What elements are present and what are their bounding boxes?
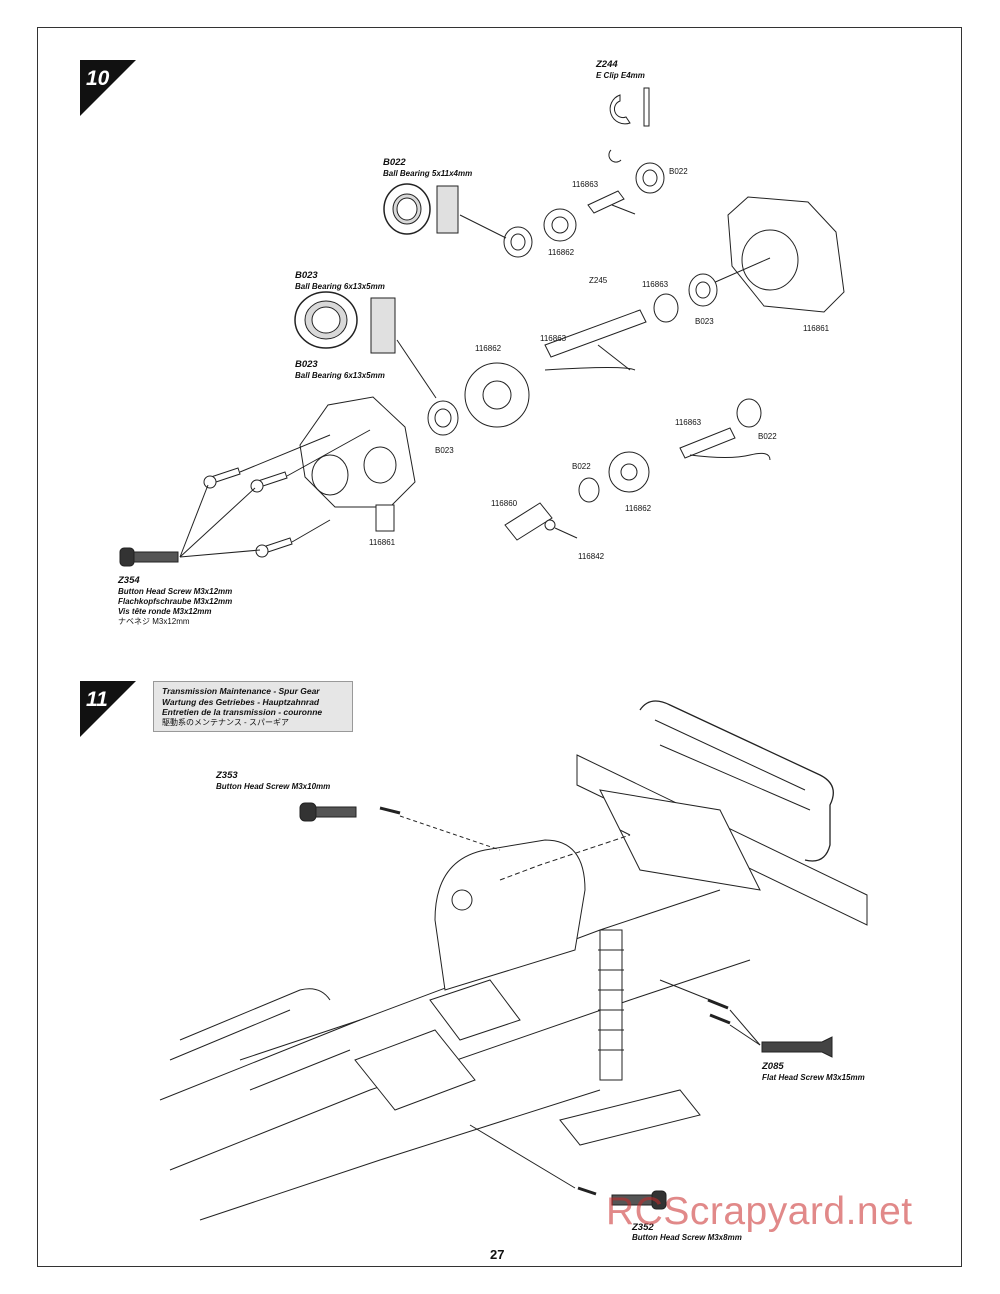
- step-11-badge: 11: [80, 681, 136, 737]
- b023a-code: B023: [295, 270, 318, 281]
- z244-code: Z244: [596, 59, 618, 70]
- z085-code: Z085: [762, 1061, 784, 1072]
- note-line-en: Transmission Maintenance - Spur Gear: [162, 686, 320, 696]
- b022-desc: Ball Bearing 5x11x4mm: [383, 169, 473, 178]
- callout-116863-shaft: 116863: [540, 334, 567, 343]
- note-line-de: Wartung des Getriebes - Hauptzahnrad: [162, 696, 320, 707]
- callout-116863-mid: 116863: [642, 280, 669, 289]
- watermark: RCScrapyard.net: [606, 1190, 913, 1233]
- z354-code: Z354: [118, 575, 140, 586]
- callout-b023-left: B023: [435, 446, 454, 455]
- b022-code: B022: [383, 157, 406, 168]
- z352-code: Z352: [632, 1222, 654, 1233]
- callout-116863-low: 116863: [675, 418, 702, 427]
- callout-b022-right: B022: [758, 432, 777, 441]
- step-10-number: 10: [86, 67, 110, 90]
- z352-desc: Button Head Screw M3x8mm: [632, 1233, 742, 1242]
- z354-fr: Vis tête ronde M3x12mm: [118, 607, 212, 616]
- note-line-jp: 駆動系のメンテナンス - スパーギア: [162, 717, 289, 727]
- callout-b023-right: B023: [695, 317, 714, 326]
- callout-b022-low: B022: [572, 462, 591, 471]
- z354-en: Button Head Screw M3x12mm: [118, 587, 233, 596]
- callout-z245: Z245: [589, 276, 608, 285]
- callout-116862-low: 116862: [625, 504, 652, 513]
- note-line-fr: Entretien de la transmission - couronne: [162, 707, 323, 717]
- b023b-desc: Ball Bearing 6x13x5mm: [295, 371, 385, 380]
- callout-116842: 116842: [578, 552, 605, 561]
- maintenance-note: Transmission Maintenance - Spur Gear War…: [153, 681, 353, 732]
- z353-desc: Button Head Screw M3x10mm: [216, 782, 331, 791]
- z085-desc: Flat Head Screw M3x15mm: [762, 1073, 865, 1082]
- callout-116863-top: 116863: [572, 180, 599, 189]
- z354-de: Flachkopfschraube M3x12mm: [118, 597, 233, 606]
- callout-116860: 116860: [491, 499, 518, 508]
- step-10-badge: 10: [80, 60, 136, 116]
- b023a-desc: Ball Bearing 6x13x5mm: [295, 282, 385, 291]
- step-11-number: 11: [86, 688, 108, 711]
- b023b-code: B023: [295, 359, 318, 370]
- z354-jp: ナベネジ M3x12mm: [118, 617, 190, 626]
- callout-116862-top: 116862: [548, 248, 575, 257]
- callout-116861-right: 116861: [803, 324, 830, 333]
- page-frame: [37, 27, 962, 1267]
- z244-desc: E Clip E4mm: [596, 71, 645, 80]
- callout-116862-mid: 116862: [475, 344, 502, 353]
- z353-code: Z353: [216, 770, 238, 781]
- callout-116861-left: 116861: [369, 538, 396, 547]
- callout-b022-top: B022: [669, 167, 688, 176]
- page-number: 27: [490, 1247, 505, 1262]
